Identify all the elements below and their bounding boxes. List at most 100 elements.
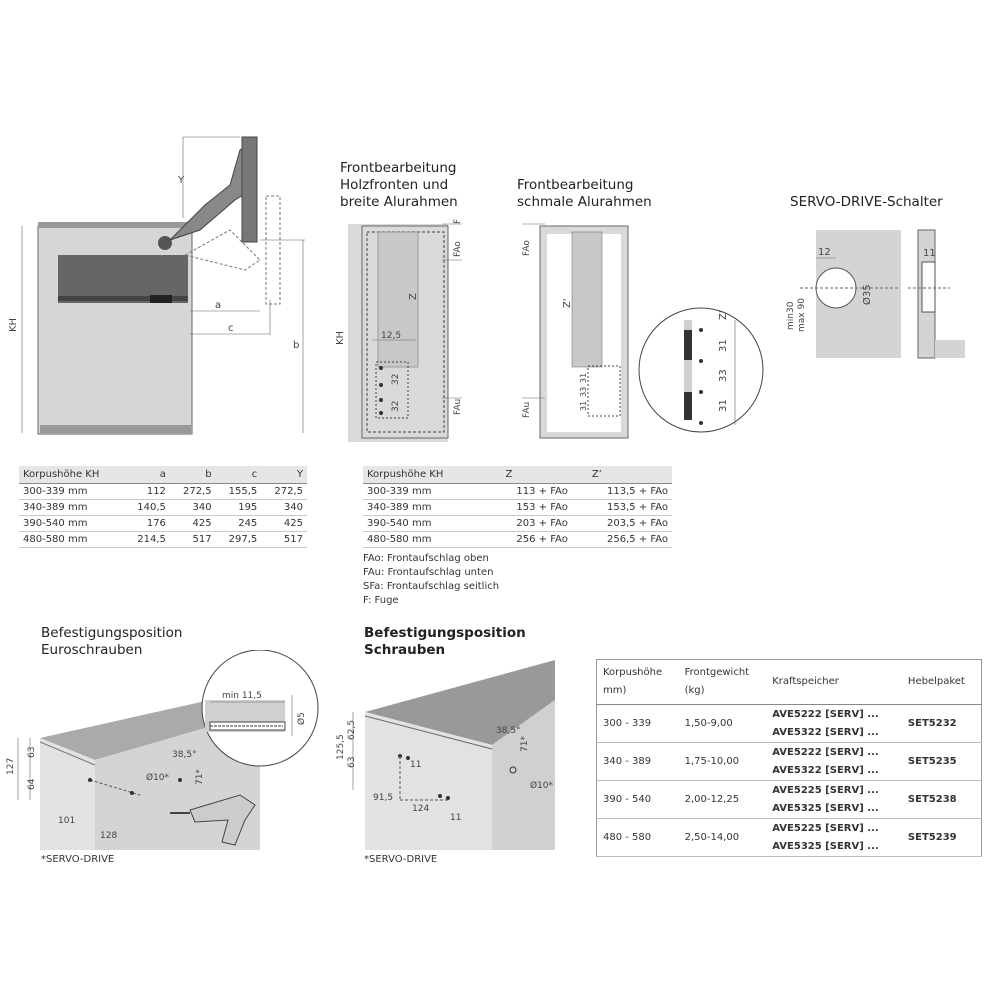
front-holz-f-label: F [453, 219, 463, 224]
detail-31a-label: 31 [718, 339, 729, 352]
table-cell: 176 [124, 515, 170, 532]
detail-33-label: 33 [718, 369, 729, 382]
front-holz-dim-label: 12,5 [381, 331, 401, 341]
table-header-cell: Korpushöhe KH [363, 466, 486, 484]
schrauben-1255-label: 125,5 [336, 734, 346, 760]
table-header-cell: Y [261, 466, 307, 484]
table-cell: 340 - 389 [596, 742, 679, 781]
table-cell: 140,5 [124, 499, 170, 516]
table-row: 340 - 389 1,75-10,00 AVE5222 [SERV] ...A… [596, 742, 982, 781]
table-cell: 256,5 + FAo [571, 531, 672, 548]
table-cell: 425 [261, 515, 307, 532]
euro-d10-label: Ø10* [146, 772, 170, 783]
euro-64-label: 64 [27, 778, 37, 790]
schrauben-71-label: 71* [520, 736, 530, 752]
table-cell: AVE5222 [SERV] ...AVE5322 [SERV] ... [766, 742, 902, 781]
table-cell: 300-339 mm [19, 483, 125, 500]
table-cell: SET5238 [901, 780, 982, 819]
table-header-cell: Kraftspeicher [766, 659, 902, 705]
front-schmal-fau-label: FAu [522, 402, 532, 418]
table-cell: 340-389 mm [363, 499, 486, 516]
table-cell: 297,5 [215, 531, 262, 548]
schrauben-625-label: 62,5 [347, 720, 357, 740]
table-header-row: Korpushöhe KH Z Z’ [363, 466, 672, 484]
table-header-cell: Z’ [571, 466, 672, 484]
table-cell: 480 - 580 [596, 818, 679, 857]
table-header-cell: Korpushöhe KH [19, 466, 125, 484]
front-schmal-31a-label: 31 [579, 401, 588, 411]
euro-127-label: 127 [6, 758, 16, 775]
detail-31b-label: 31 [718, 399, 729, 412]
dim-c-label: c [228, 323, 234, 334]
schrauben-a385-label: 38,5° [496, 726, 521, 736]
euro-d5-label: Ø5 [296, 712, 307, 725]
dim-a-label: a [215, 300, 221, 311]
cabinet-lift-diagram: Y KH a c b [8, 136, 305, 435]
abbreviation-legend: FAo: Frontaufschlag oben FAu: Frontaufsc… [363, 552, 499, 608]
table-cell: 480-580 mm [19, 531, 125, 548]
front-holz-kh-label: KH [335, 331, 346, 345]
table-cell: 340 [169, 499, 216, 516]
euro-a385-label: 38,5° [172, 750, 197, 760]
table-header-cell: Z [485, 466, 572, 484]
front-schmal-title: Frontbearbeitung schmale Alurahmen [517, 177, 652, 210]
schrauben-d10-label: Ø10* [530, 780, 554, 791]
servo-switch-diagram: 12 Ø35 11 min30 max 90 [786, 229, 965, 359]
euro-128-label: 128 [100, 831, 117, 841]
schrauben-11b-label: 11 [450, 813, 461, 823]
table-header-cell: c [215, 466, 262, 484]
table-cell: 1,75-10,00 [678, 742, 767, 781]
table-cell: AVE5222 [SERV] ...AVE5322 [SERV] ... [766, 704, 902, 743]
table-cell: 517 [261, 531, 307, 548]
servo-min-label: min30 [786, 301, 796, 330]
front-holz-title: Frontbearbeitung Holzfronten und breite … [340, 160, 458, 210]
front-holz-32a-label: 32 [391, 374, 401, 385]
front-holz-fao-label: FAo [453, 241, 463, 257]
table-row: 390 - 540 2,00-12,25 AVE5225 [SERV] ...A… [596, 780, 982, 819]
detail-z-label: Z' [718, 310, 729, 320]
table-cell: 425 [169, 515, 216, 532]
front-holz-fau-label: FAu [453, 399, 463, 415]
table-cell: 203 + FAo [485, 515, 572, 532]
servo-12-label: 12 [818, 247, 831, 258]
table-cell: 272,5 [261, 483, 307, 500]
schrauben-63-label: 63 [347, 757, 357, 768]
table-cell: 300 - 339 [596, 704, 679, 743]
table-cell: 390 - 540 [596, 780, 679, 819]
table-cell: 517 [169, 531, 216, 548]
front-schmal-33-label: 33 [579, 387, 588, 397]
table-cell: 155,5 [215, 483, 262, 500]
table-cell: 214,5 [124, 531, 170, 548]
table-cell: SET5235 [901, 742, 982, 781]
front-holz-diagram: F FAo Z KH 12,5 32 32 FAu [335, 219, 463, 442]
table-cell: 113 + FAo [485, 483, 572, 500]
table-cell: 153 + FAo [485, 499, 572, 516]
euro-d71-label: 71* [195, 769, 205, 785]
table-header-cell: Hebelpaket [901, 659, 982, 705]
table-cell: 390-540 mm [19, 515, 125, 532]
front-holz-32b-label: 32 [391, 401, 401, 412]
schrauben-11a-label: 11 [410, 760, 421, 770]
schrauben-915-label: 91,5 [373, 793, 393, 803]
table-cell: AVE5225 [SERV] ...AVE5325 [SERV] ... [766, 818, 902, 857]
front-schmal-fao-label: FAo [522, 240, 532, 256]
legend-item: FAu: Frontaufschlag unten [363, 567, 494, 578]
euro-63-label: 63 [27, 747, 37, 758]
table-cell: 256 + FAo [485, 531, 572, 548]
euro-title: Befestigungsposition Euroschrauben [41, 625, 183, 658]
schrauben-124-label: 124 [412, 804, 429, 814]
dim-b-label: b [293, 340, 299, 351]
table-cell: 1,50-9,00 [678, 704, 767, 743]
servo-max-label: max 90 [797, 298, 807, 332]
euro-101-label: 101 [58, 816, 75, 826]
